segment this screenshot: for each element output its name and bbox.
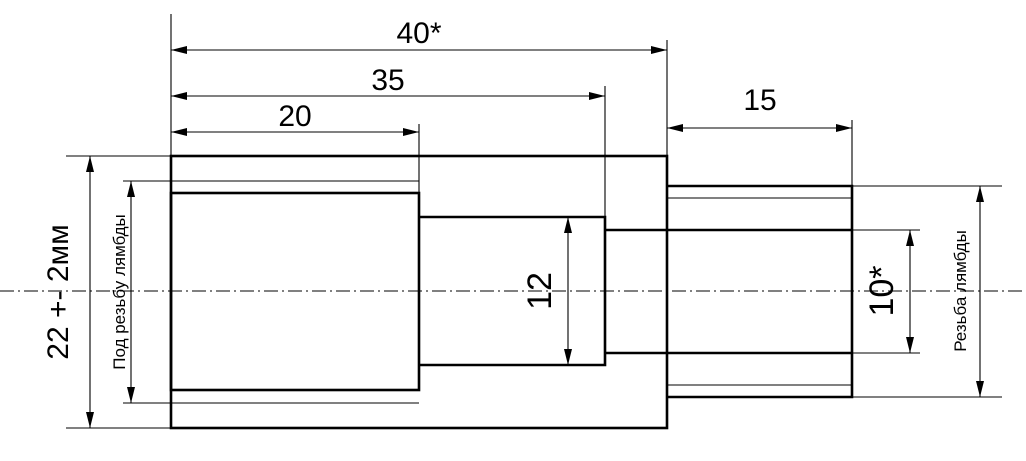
dim-thread-under xyxy=(127,181,135,403)
dim-overall xyxy=(171,46,667,54)
label-thread-length-20: 20 xyxy=(278,100,311,133)
spigot-body xyxy=(667,184,854,399)
dim-outer-diameter xyxy=(86,156,94,428)
label-step-35: 35 xyxy=(371,64,404,97)
dim-20 xyxy=(171,128,419,136)
extension-lines xyxy=(66,14,1002,429)
label-thread-under: Под резьбу лямбды xyxy=(110,214,129,369)
dim-35 xyxy=(171,92,605,100)
part-outline xyxy=(169,154,854,430)
label-bore-12: 12 xyxy=(521,272,559,310)
label-bore-10: 10* xyxy=(863,265,901,316)
label-outer-diameter: 22 +- 2мм xyxy=(42,224,75,359)
dim-thread xyxy=(976,186,984,397)
threaded-bore xyxy=(169,191,421,392)
dim-12 xyxy=(564,217,572,365)
thread-lines xyxy=(171,180,852,404)
label-thread: Резьба лямбды xyxy=(951,230,970,352)
label-overall-length: 40* xyxy=(396,17,441,50)
dim-15 xyxy=(667,124,852,132)
dim-10 xyxy=(906,230,914,353)
label-spigot-length-15: 15 xyxy=(743,84,776,117)
